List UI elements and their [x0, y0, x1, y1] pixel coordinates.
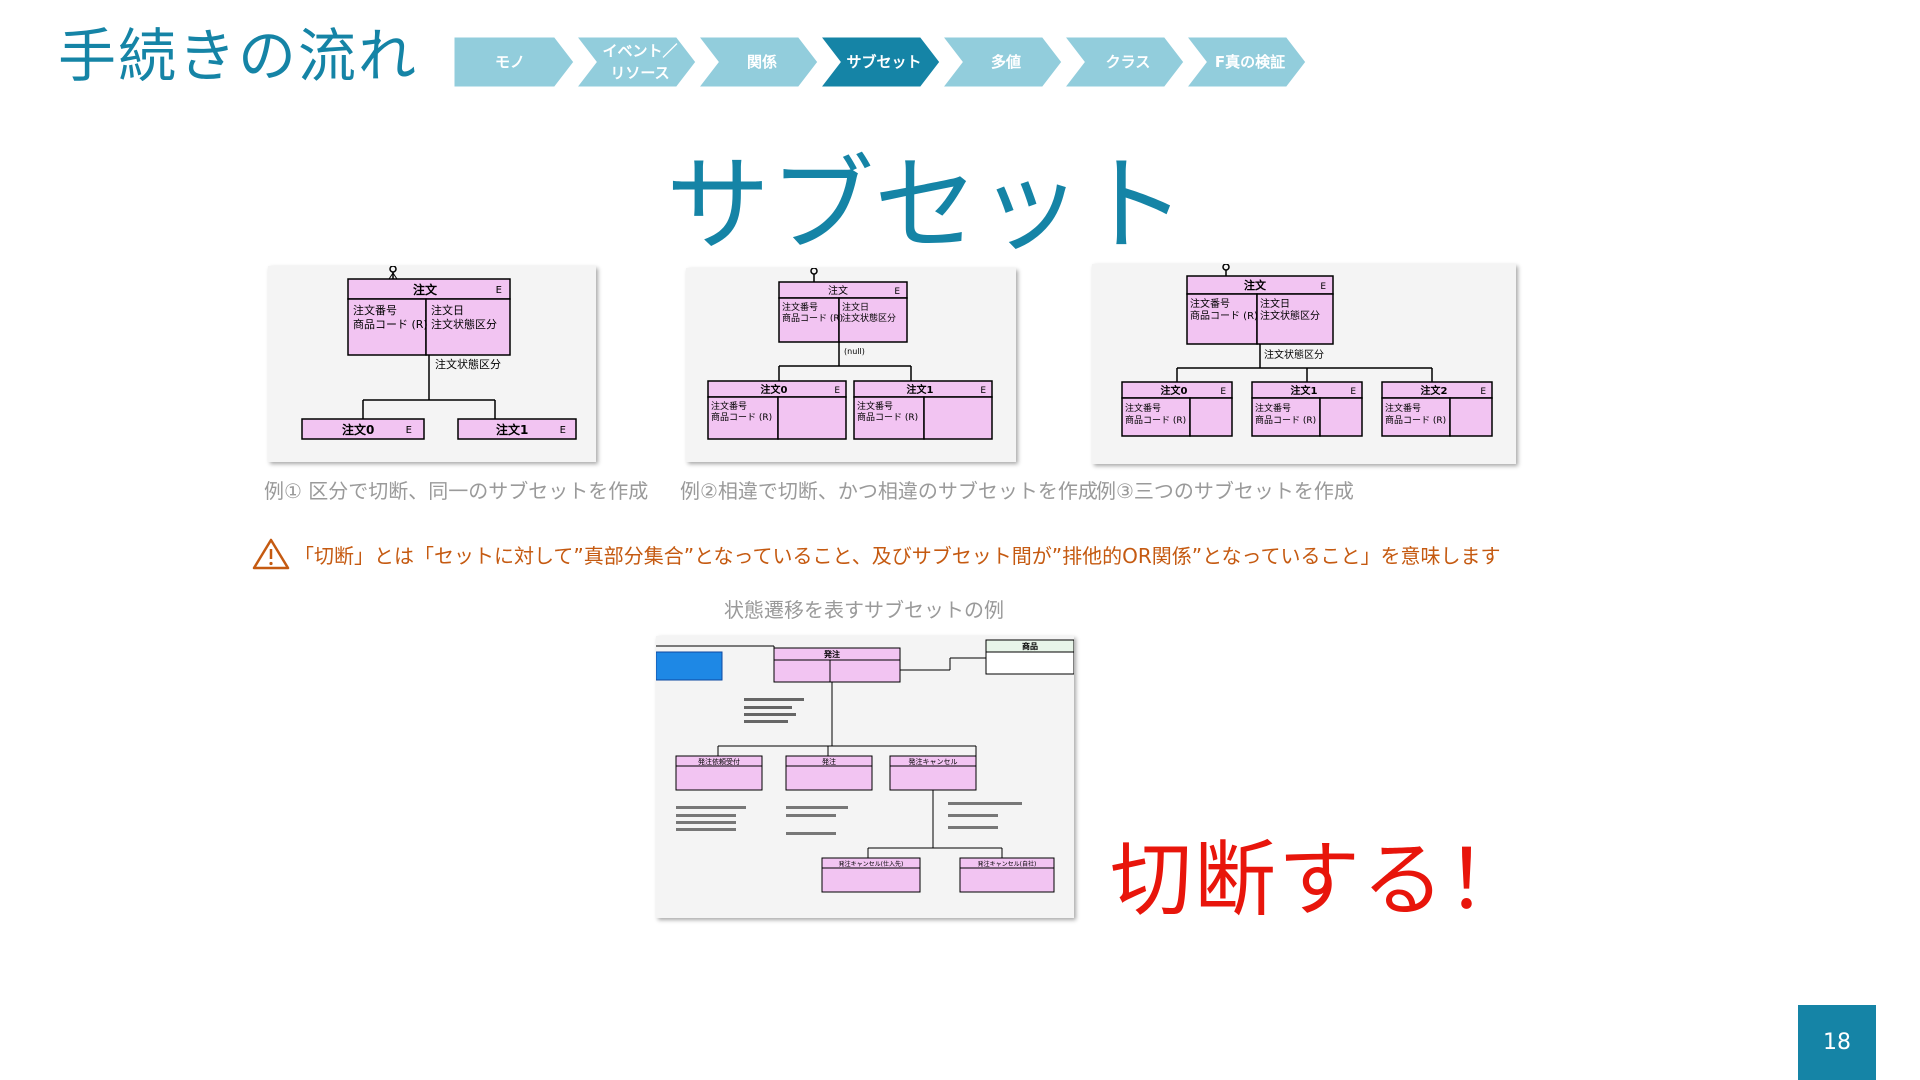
example-3-caption: 例③三つのサブセットを作成 [1096, 479, 1354, 503]
svg-text:注文1: 注文1 [907, 383, 934, 396]
svg-text:注文番号: 注文番号 [782, 301, 818, 313]
svg-text:発注キャンセル(自社): 発注キャンセル(自社) [978, 860, 1037, 868]
svg-text:注文日: 注文日 [842, 301, 869, 313]
entity-title: 注文1 [496, 422, 528, 437]
step-4: サブセット [817, 36, 943, 88]
step-label: 関係 [747, 53, 777, 71]
entity-title: 注文 [1244, 278, 1267, 292]
step-1: モノ [453, 36, 577, 88]
page-title: 手続きの流れ [58, 22, 419, 90]
svg-text:注文1: 注文1 [1291, 384, 1318, 397]
state-example-caption: 状態遷移を表すサブセットの例 [724, 598, 1004, 622]
svg-text:E: E [560, 425, 566, 436]
svg-text:E: E [894, 287, 900, 297]
attr-order-no: 注文番号 [353, 303, 397, 317]
svg-text:商品コード (R): 商品コード (R) [857, 411, 918, 423]
svg-text:注文番号: 注文番号 [1385, 402, 1421, 414]
svg-text:商品コード (R): 商品コード (R) [1385, 414, 1446, 426]
example-1-diagram: 注文 E 注文番号 商品コード (R) 注文日 注文状態区分 注文状態区分 注文… [268, 266, 596, 462]
step-label: リソース [610, 64, 669, 82]
step-label: モノ [495, 53, 525, 71]
svg-text:E: E [980, 386, 986, 396]
svg-text:注文番号: 注文番号 [711, 400, 747, 412]
warning-text: 「切断」とは「セットに対して”真部分集合”となっていること、及びサブセット間が”… [294, 543, 1501, 568]
step-7: F真の検証 [1183, 36, 1309, 88]
example-3-diagram: 注文 E 注文番号 商品コード (R) 注文日 注文状態区分 注文状態区分 注文… [1092, 264, 1516, 464]
svg-text:発注依頼受付: 発注依頼受付 [698, 757, 740, 766]
svg-text:注文番号: 注文番号 [1255, 402, 1291, 414]
svg-text:発注: 発注 [822, 757, 836, 766]
identifier-mark-icon [388, 266, 398, 280]
example-1-caption: 例① 区分で切断、同一のサブセットを作成 [264, 479, 649, 503]
svg-text:商品コード (R): 商品コード (R) [1125, 414, 1186, 426]
svg-text:E: E [406, 425, 412, 436]
svg-text:E: E [1220, 387, 1226, 397]
slide-heading: サブセット [666, 144, 1187, 266]
svg-text:注文状態区分: 注文状態区分 [1260, 309, 1320, 322]
page-number: 18 [1798, 1005, 1876, 1080]
emphasis-text: 切断する！ [1110, 833, 1531, 928]
step-5: 多値 [939, 36, 1065, 88]
discriminator-label: (null) [844, 347, 865, 356]
svg-text:商品コード (R): 商品コード (R) [711, 411, 772, 423]
svg-text:注文2: 注文2 [1421, 384, 1448, 397]
svg-text:商品コード (R): 商品コード (R) [1255, 414, 1316, 426]
entity-title: 注文 [828, 284, 848, 297]
svg-text:注文番号: 注文番号 [857, 400, 893, 412]
svg-text:注文番号: 注文番号 [1125, 402, 1161, 414]
svg-text:注文状態区分: 注文状態区分 [842, 312, 896, 324]
svg-text:E: E [834, 386, 840, 396]
svg-text:E: E [1350, 387, 1356, 397]
step-label: F真の検証 [1215, 53, 1285, 71]
warning-icon [252, 538, 290, 570]
identifier-mark-icon [1222, 264, 1230, 276]
svg-text:E: E [1320, 282, 1326, 292]
svg-text:注文0: 注文0 [761, 383, 788, 396]
attr-product-code: 商品コード (R) [353, 317, 428, 331]
step-label: サブセット [846, 53, 921, 71]
identifier-mark-icon [810, 268, 818, 282]
step-label: クラス [1106, 53, 1151, 71]
discriminator-label: 注文状態区分 [435, 357, 501, 371]
step-6: クラス [1061, 36, 1187, 88]
entity-title: 発注 [823, 649, 840, 659]
discriminator-label: 注文状態区分 [1264, 348, 1324, 361]
attr-order-date: 注文日 [431, 303, 464, 317]
process-steps: モノ イベント／ リソース 関係 サブセット 多値 クラス F真の検証 [453, 36, 1309, 88]
warning-note: 「切断」とは「セットに対して”真部分集合”となっていること、及びサブセット間が”… [252, 534, 1500, 574]
svg-text:発注キャンセル: 発注キャンセル [909, 757, 958, 766]
example-2-caption: 例②相違で切断、かつ相違のサブセットを作成 [680, 479, 1098, 503]
svg-text:注文日: 注文日 [1260, 297, 1290, 310]
entity-order0 [301, 418, 425, 440]
step-label: 多値 [991, 53, 1021, 71]
svg-text:商品コード (R): 商品コード (R) [1190, 309, 1258, 322]
svg-text:商品コード (R): 商品コード (R) [782, 312, 843, 324]
svg-text:注文0: 注文0 [1161, 384, 1188, 397]
example-2-diagram: 注文 E 注文番号 商品コード (R) 注文日 注文状態区分 (null) 注文… [686, 268, 1016, 462]
entity-title: 注文0 [342, 422, 374, 437]
entity-tag: E [496, 285, 502, 296]
attr-order-status: 注文状態区分 [431, 317, 497, 331]
step-label: イベント／ [602, 42, 677, 60]
svg-text:発注キャンセル(仕入先): 発注キャンセル(仕入先) [839, 860, 904, 868]
step-3: 関係 [695, 36, 821, 88]
svg-text:E: E [1480, 387, 1486, 397]
entity-order1 [457, 418, 577, 440]
entity-title: 商品 [1022, 641, 1038, 651]
state-transition-diagram: 発注 商品 発注依頼受付 発注 発注キャンセル [656, 636, 1074, 918]
step-2: イベント／ リソース [573, 36, 699, 88]
entity-title: 注文 [413, 282, 438, 297]
svg-text:注文番号: 注文番号 [1190, 297, 1230, 310]
